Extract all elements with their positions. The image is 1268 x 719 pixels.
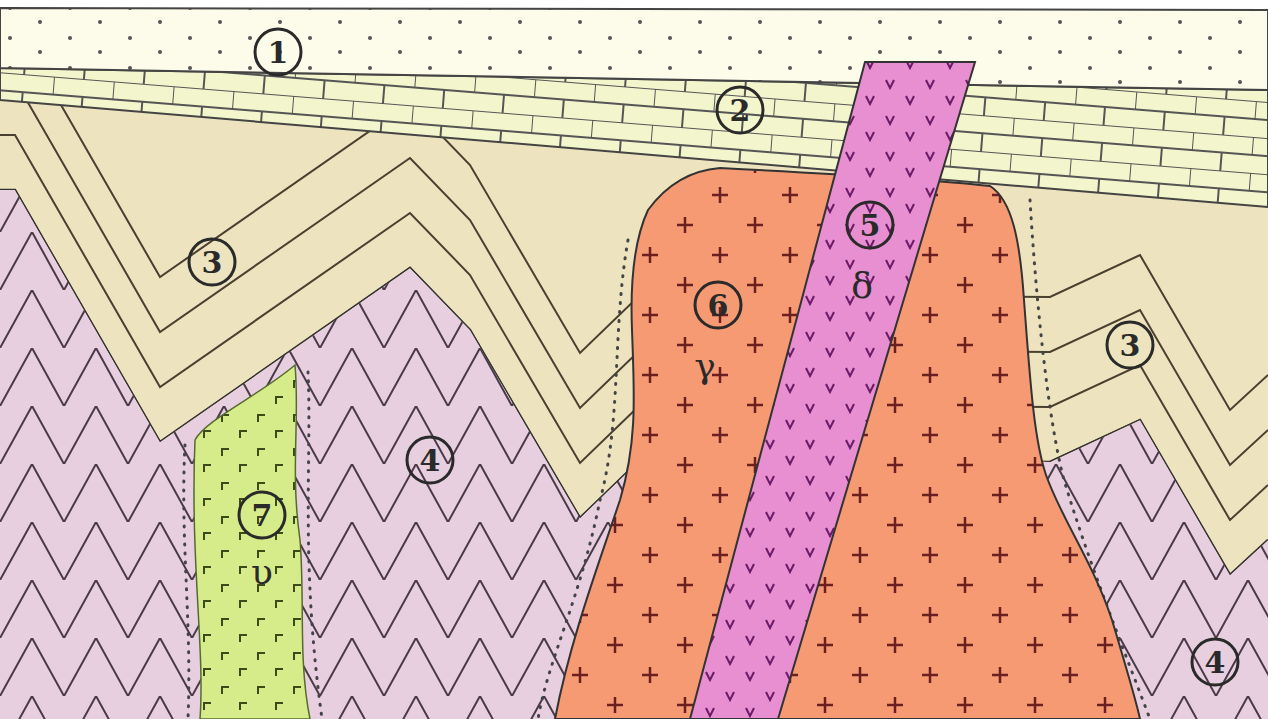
rock-symbol: δ (851, 268, 873, 304)
callout-number: 7 (252, 501, 273, 531)
rock-symbol: υ (251, 554, 273, 590)
rock-symbol: γ (694, 348, 716, 384)
callout-number: 6 (708, 291, 729, 321)
callout-number: 2 (730, 96, 751, 126)
callout-number: 1 (268, 38, 289, 68)
callout-number: 5 (860, 211, 881, 241)
callout-number: 3 (202, 248, 223, 278)
callout-number: 4 (1205, 648, 1226, 678)
callout-number: 3 (1120, 331, 1141, 361)
callout-number: 4 (420, 446, 441, 476)
